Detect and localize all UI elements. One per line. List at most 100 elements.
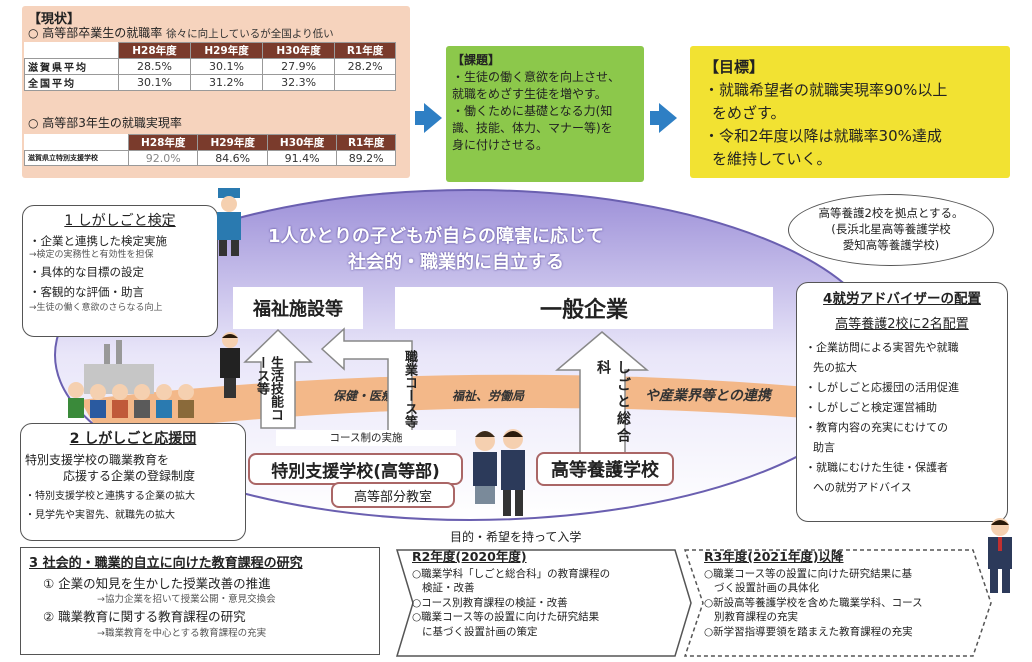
table-header: H30年度: [262, 42, 336, 59]
kadai-panel: 【課題】 ・生徒の働く意欲を向上させ、 就職をめざす生徒を増やす。 ・働くために…: [446, 46, 644, 182]
branch-pill: 高等部分教室: [331, 482, 455, 508]
table-header: R1年度: [336, 134, 396, 151]
center-title-2: 社会的・職業的に自立する: [348, 252, 564, 273]
box4-item: ・企業訪問による実習先や就職: [805, 341, 959, 354]
table-cell: 32.3%: [262, 74, 336, 91]
r2-item: ○職業学科「しごと総合科」の教育課程の: [412, 567, 611, 580]
box4-subtitle: 高等養護2校に2名配置: [835, 317, 969, 332]
kadai-line: 就職をめざす生徒を増やす。: [452, 87, 607, 101]
band-item: 保健・医療: [333, 389, 394, 403]
table-cell: 92.0%: [128, 150, 199, 166]
r3-title: R3年度(2021年度)以降: [704, 549, 844, 564]
box4-item: 先の拡大: [813, 361, 857, 374]
band-item: や産業界等との連携: [645, 388, 771, 404]
students-illustration: [473, 429, 525, 516]
box1-item: ・客観的な評価・助言: [29, 285, 144, 299]
box1-title: 1 しがしごと検定: [64, 213, 176, 229]
box2-item: ・特別支援学校と連携する企業の拡大: [25, 491, 195, 502]
table-header: H28年度: [117, 42, 191, 59]
r2-item: ○職業コース等の設置に向けた研究結果: [412, 611, 600, 623]
center-title-1: 1人ひとりの子どもが自らの障害に応じて: [268, 226, 604, 247]
workers-group-illustration: [68, 340, 194, 418]
mokuhyo-line: をめざす。: [712, 104, 786, 122]
genjo-row1-title: ○ 高等部卒業生の就職率: [28, 26, 163, 40]
arrow1-label: 生活技能コース等: [254, 356, 283, 421]
kadai-title: 【課題】: [452, 53, 501, 67]
arrow-right-icon: [659, 103, 677, 133]
mokuhyo-panel: 【目標】 ・就職希望者の就職実現率90%以上 をめざす。 ・令和2年度以降は就職…: [690, 46, 1010, 178]
table-row: 滋賀県立特別支援学校 92.0% 84.6% 91.4% 89.2%: [23, 150, 396, 166]
box4-item: ・教育内容の充実にむけての: [805, 421, 948, 434]
table-cell: 31.2%: [189, 74, 264, 91]
fukushi-box: 福祉施設等: [233, 287, 363, 329]
r2-title: R2年度(2020年度): [412, 549, 527, 564]
ippan-label: 一般企業: [539, 298, 628, 323]
table-header: H28年度: [128, 134, 199, 151]
school2-label: 高等養護学校: [551, 460, 659, 481]
table-header: R1年度: [334, 42, 396, 59]
row-label: 滋賀県立特別支援学校: [23, 150, 130, 166]
table-cell: 84.6%: [197, 150, 268, 166]
r2-item: ○コース別教育課程の検証・改善: [412, 596, 568, 609]
band-item: 福祉、労働局: [452, 389, 525, 403]
bubble-line: (長浜北星高等養護学校: [831, 222, 951, 236]
box2-title: 2 しがしごと応援団: [69, 431, 197, 447]
r2-panel: R2年度(2020年度) ○職業学科「しごと総合科」の教育課程の 検証・改善 ○…: [412, 549, 682, 639]
box3-sub: →職業教育を中心とする教育課程の充実: [97, 628, 267, 639]
genjo-row2-title: ○ 高等部3年生の就職実現率: [28, 116, 182, 130]
table-cell: 28.5%: [117, 58, 191, 75]
bubble-line: 愛知高等養護学校): [842, 238, 940, 252]
r2-item: に基づく設置計画の策定: [422, 625, 538, 638]
arrow-right-icon: [415, 111, 425, 125]
r3-item: ○新設高等養護学校を含めた職業学科、コース: [704, 596, 923, 609]
box2-line: 特別支援学校の職業教育を: [25, 453, 170, 467]
box2-line: 応援する企業の登録制度: [63, 469, 196, 483]
table-header: H29年度: [197, 134, 268, 151]
box3-item: ② 職業教育に関する教育課程の研究: [43, 609, 246, 624]
box1-item: ・企業と連携した検定実施: [29, 234, 167, 248]
genjo-title: 【現状】: [28, 12, 81, 27]
bubble-line: 高等養護2校を拠点とする。: [818, 206, 964, 220]
box4-item: ・しがしごと検定運営補助: [805, 401, 937, 414]
table-cell: 89.2%: [336, 150, 396, 166]
branch-label: 高等部分教室: [353, 489, 432, 505]
kadai-line: 識、技能、体力、マナー等)を: [452, 121, 613, 135]
table-header: H30年度: [266, 134, 338, 151]
mokuhyo-title: 【目標】: [704, 58, 765, 76]
table-row: 全国平均 30.1% 31.2% 32.3%: [24, 74, 396, 91]
kadai-line: 身に付けさせる。: [452, 138, 549, 152]
mokuhyo-line: ・令和2年度以降は就職率30%達成: [704, 127, 942, 145]
genjo-row1-heading: ○ 高等部卒業生の就職率 徐々に向上しているが全国より低い: [28, 24, 334, 41]
box4-item: 助言: [813, 441, 835, 454]
arrow-right-icon: [650, 111, 660, 125]
table-header: H29年度: [189, 42, 264, 59]
school1-pill: 特別支援学校(高等部): [248, 453, 463, 485]
row-label: 全国平均: [24, 74, 119, 91]
r3-chevron: [683, 549, 992, 657]
table-cell: 30.1%: [189, 58, 264, 75]
server-illustration: [220, 332, 240, 398]
genjo-row1-note: 徐々に向上しているが全国より低い: [166, 28, 334, 40]
shigoto-ouendan-box: 2 しがしごと応援団 特別支援学校の職業教育を 応援する企業の登録制度 ・特別支…: [20, 423, 246, 541]
box4-item: ・就職にむけた生徒・保護者: [805, 461, 948, 474]
worker-illustration: [217, 188, 241, 256]
kyoiku-katei-box: 3 社会的・職業的自立に向けた教育課程の研究 ① 企業の知見を生かした授業改善の…: [20, 547, 380, 655]
box3-item: ① 企業の知見を生かした授業改善の推進: [43, 576, 271, 591]
r3-item: 別教育課程の充実: [714, 611, 798, 623]
kyoten-bubble: 高等養護2校を拠点とする。 (長浜北星高等養護学校 愛知高等養護学校): [788, 194, 994, 266]
r3-panel: R3年度(2021年度)以降 ○職業コース等の設置に向けた研究結果に基 づく設置…: [704, 549, 989, 639]
arrow-right-icon: [424, 103, 442, 133]
mokuhyo-line: を維持していく。: [712, 150, 832, 168]
table-row: 滋賀県平均 28.5% 30.1% 27.9% 28.2%: [24, 58, 396, 75]
box1-item: ・具体的な目標の設定: [29, 265, 144, 279]
box3-sub: →協力企業を招いて授業公開・意見交換会: [97, 594, 276, 605]
box4-item: ・しがしごと応援団の活用促進: [805, 381, 959, 394]
box1-item: →検定の実務性と有効性を担保: [29, 250, 154, 260]
r3-item: づく設置計画の具体化: [714, 582, 819, 594]
table-cell: 91.4%: [266, 150, 338, 166]
r3-item: ○職業コース等の設置に向けた研究結果に基: [704, 567, 913, 580]
arrow-up-icon: [243, 328, 313, 429]
kadai-line: ・働くために基礎となる力(知: [452, 104, 613, 118]
adviser-illustration: [988, 518, 1012, 593]
kadai-line: ・生徒の働く意欲を向上させ、: [452, 70, 621, 84]
